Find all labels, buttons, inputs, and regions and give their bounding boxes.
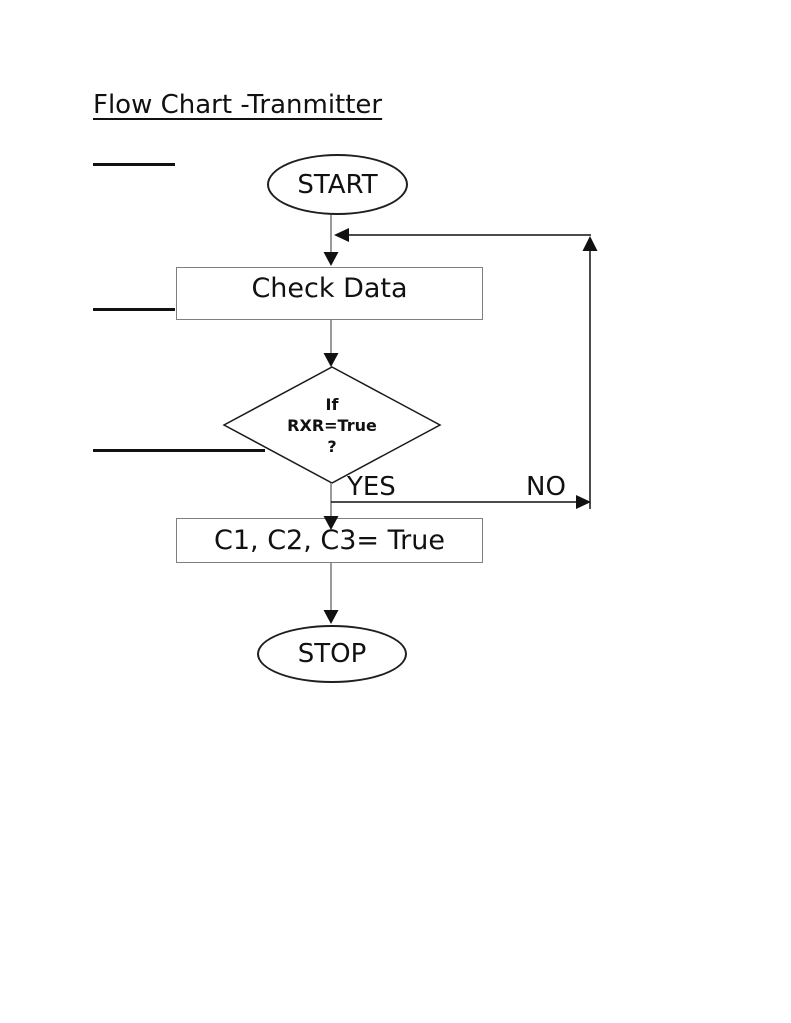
node-stop: STOP [257, 625, 407, 683]
node-start: START [267, 154, 408, 215]
decision-line-2: RXR=True [287, 415, 377, 435]
decision-line-1: If [325, 394, 339, 414]
node-check-data: Check Data [176, 267, 483, 320]
arrowhead-into-stop [323, 610, 339, 624]
node-start-label: START [297, 169, 378, 200]
node-check-data-label: Check Data [251, 273, 408, 304]
arrowhead-into-decision [323, 353, 339, 367]
blank-line-1 [93, 163, 175, 166]
node-stop-label: STOP [297, 639, 367, 669]
node-set-flags: C1, C2, C3= True [176, 518, 483, 563]
arrowhead-loop-left [334, 228, 349, 242]
arrowhead-loop-up [582, 236, 598, 251]
decision-line-3: ? [327, 436, 337, 456]
arrowhead-into-check-data [323, 252, 339, 266]
page-title: Flow Chart -Tranmitter [93, 90, 383, 120]
edge-label-yes: YES [347, 472, 396, 502]
blank-line-3 [93, 449, 265, 452]
blank-line-2 [93, 308, 175, 311]
node-set-flags-label: C1, C2, C3= True [214, 525, 445, 556]
arrowhead-no-right [576, 495, 591, 509]
edge-label-no: NO [526, 472, 566, 502]
node-decision-label: If RXR=True ? [224, 367, 440, 483]
